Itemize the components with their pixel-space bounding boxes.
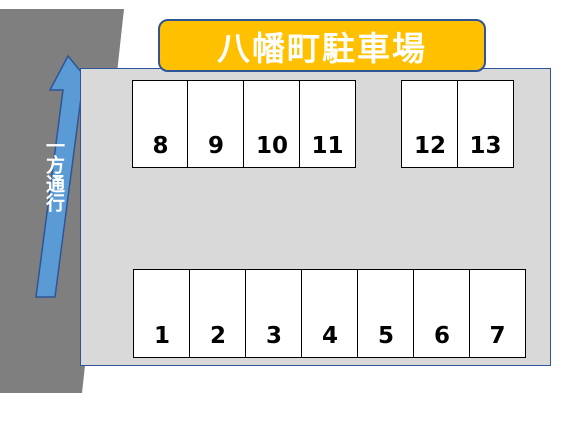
parking-space-13: 13 xyxy=(457,80,514,168)
parking-space-2: 2 xyxy=(189,269,247,358)
parking-space-12: 12 xyxy=(401,80,459,168)
parking-space-5: 5 xyxy=(357,269,415,358)
parking-space-1: 1 xyxy=(133,269,191,358)
parking-space-11: 11 xyxy=(299,80,356,168)
parking-space-6: 6 xyxy=(413,269,471,358)
parking-space-9: 9 xyxy=(187,80,245,168)
one-way-label: 一方通行 xyxy=(43,136,65,212)
parking-space-4: 4 xyxy=(301,269,359,358)
parking-space-7: 7 xyxy=(469,269,526,358)
parking-space-8: 8 xyxy=(132,80,189,168)
parking-space-3: 3 xyxy=(245,269,303,358)
parking-space-10: 10 xyxy=(243,80,301,168)
parking-lot-title: 八幡町駐車場 xyxy=(158,19,486,72)
